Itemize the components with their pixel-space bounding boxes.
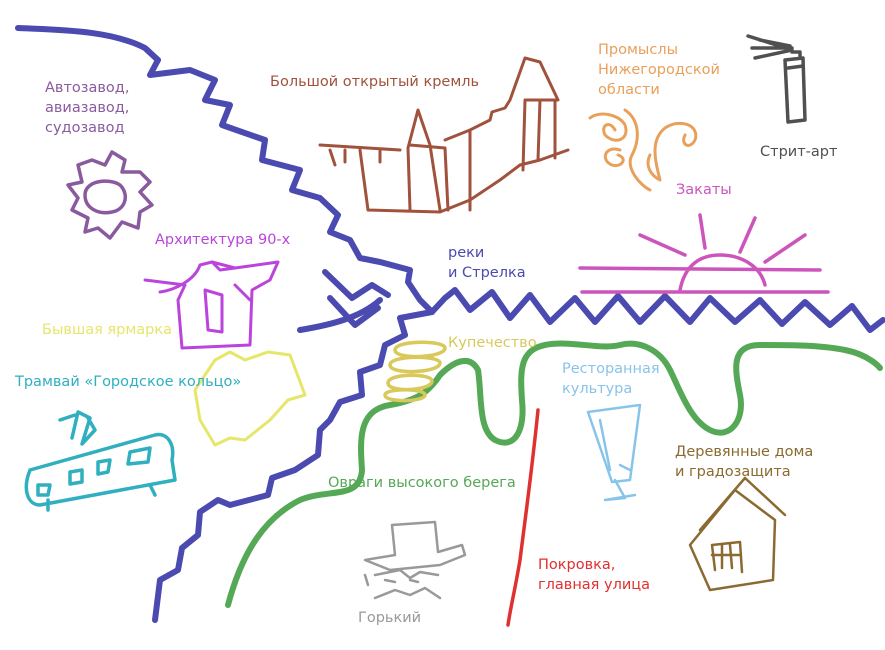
label-architecture: Архитектура 90-х xyxy=(155,232,291,248)
label-tram: Трамвай «Городское кольцо» xyxy=(15,374,242,390)
pokrovka-line xyxy=(506,408,540,627)
gear-icon xyxy=(66,150,154,240)
coins-icon xyxy=(383,340,447,403)
ravines-line xyxy=(225,340,883,608)
river-branch xyxy=(152,309,435,623)
river-line xyxy=(15,25,885,333)
spray-can-icon xyxy=(746,34,807,124)
label-ravines: Овраги высокого берега xyxy=(328,475,516,491)
sunset-icon xyxy=(578,213,830,294)
label-rivers: реки и Стрелка xyxy=(448,245,526,281)
label-wooden-houses: Деревянные дома и градозащита xyxy=(675,444,814,480)
glass-icon xyxy=(586,403,642,502)
label-fair: Бывшая ярмарка xyxy=(42,322,173,338)
tram-icon xyxy=(24,410,177,512)
label-promysly: Промыслы Нижегородской области xyxy=(598,42,720,98)
architecture-icon xyxy=(143,260,280,350)
label-autozavod: Автозавод, авиазавод, судозавод xyxy=(45,80,130,136)
label-gorky: Горький xyxy=(358,610,422,626)
label-merchants: Купечество xyxy=(448,335,537,351)
crafts-icon xyxy=(588,108,698,192)
kremlin-icon xyxy=(318,56,570,214)
label-street-art: Стрит-арт xyxy=(760,144,838,160)
label-kremlin: Большой открытый кремль xyxy=(270,74,480,90)
label-pokrovka: Покровка, главная улица xyxy=(538,557,651,593)
fair-icon xyxy=(193,350,307,447)
label-restaurants: Ресторанная культура xyxy=(562,361,660,397)
wooden-house-icon xyxy=(688,476,787,592)
gorky-icon xyxy=(363,520,467,600)
label-sunsets: Закаты xyxy=(676,182,732,198)
strelka-arrow xyxy=(297,269,391,333)
